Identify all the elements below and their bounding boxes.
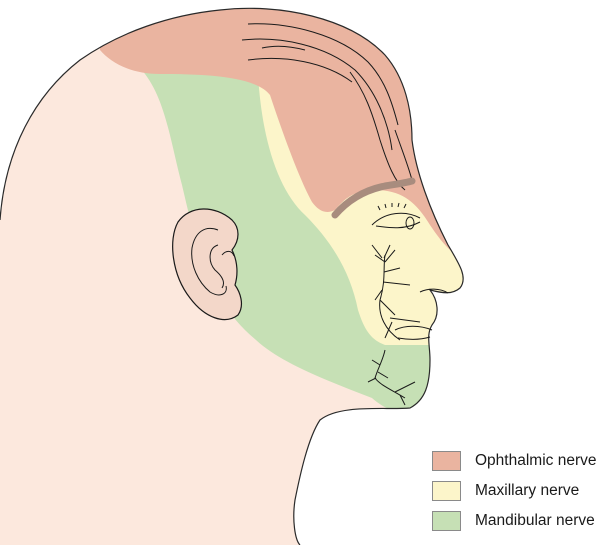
legend-item-maxillary: Maxillary nerve — [432, 478, 615, 508]
legend-label-mandibular: Mandibular nerve — [475, 512, 595, 530]
legend-swatch-maxillary — [432, 481, 461, 501]
legend-swatch-ophthalmic — [432, 451, 461, 471]
legend-label-maxillary: Maxillary nerve — [475, 482, 579, 500]
legend: Ophthalmic nerve Maxillary nerve Mandibu… — [432, 448, 615, 538]
legend-item-ophthalmic: Ophthalmic nerve — [432, 448, 615, 478]
legend-label-ophthalmic: Ophthalmic nerve — [475, 452, 596, 470]
legend-swatch-mandibular — [432, 511, 461, 531]
legend-item-mandibular: Mandibular nerve — [432, 508, 615, 538]
